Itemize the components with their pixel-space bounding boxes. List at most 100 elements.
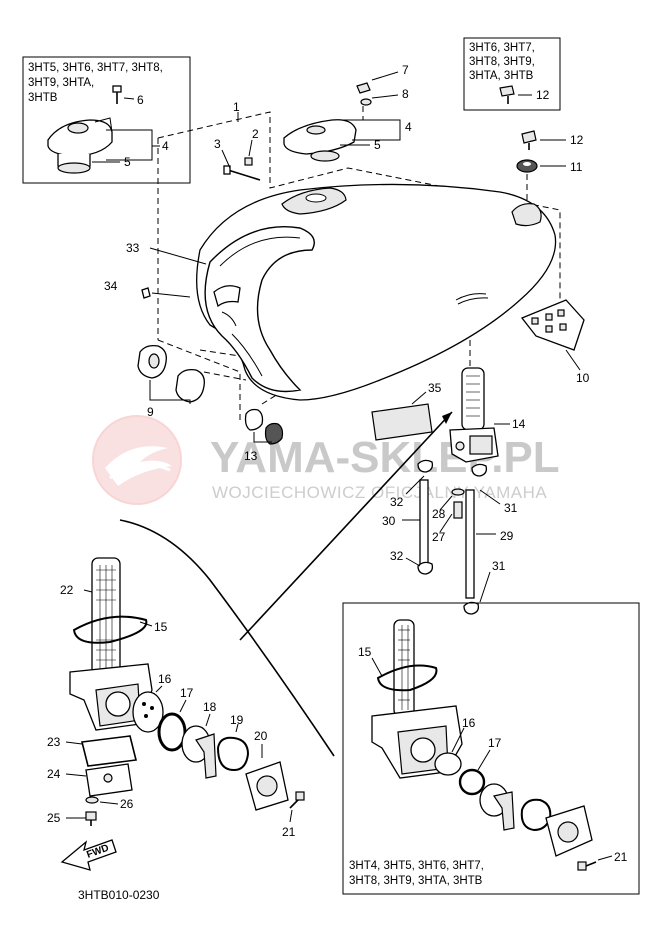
diagram-code: 3HTB010-0230 xyxy=(78,888,160,902)
fuel-cock-14 xyxy=(449,367,499,463)
bolt-3-icon xyxy=(223,165,261,181)
callout-13: 13 xyxy=(244,449,258,463)
bolt-7-icon xyxy=(356,82,371,94)
clip-32-top-icon xyxy=(417,459,434,473)
damper-9-pair xyxy=(137,344,205,403)
callout-9: 9 xyxy=(147,405,154,419)
callout-33: 33 xyxy=(126,241,140,255)
washer-28-icon xyxy=(451,488,465,496)
plate-24-icon xyxy=(85,763,133,797)
callout-28: 28 xyxy=(432,507,446,521)
oring-17-left xyxy=(157,712,187,752)
callout-17a: 17 xyxy=(180,686,194,700)
model-box-top-left-line1: 3HT5, 3HT6, 3HT7, 3HT8, xyxy=(28,62,163,74)
bolt-12-icon xyxy=(499,85,515,104)
fuel-cap-assembly-top xyxy=(283,119,357,162)
callout-12a: 12 xyxy=(536,88,550,102)
gasket-right xyxy=(520,798,552,832)
model-box-top-right-line1: 3HT6, 3HT7, xyxy=(469,42,535,54)
model-box-top-right-line2: 3HT8, 3HT9, xyxy=(469,56,535,68)
lever-18-left xyxy=(181,725,217,779)
model-box-top-left-line3: 3HTB xyxy=(28,92,58,104)
callout-31a: 31 xyxy=(504,501,518,515)
clip-32-bottom-icon xyxy=(417,561,434,575)
washer-26-icon xyxy=(85,796,99,804)
watermark-sub: WOJCIECHOWICZ OFICJALNY YAMAHA xyxy=(212,483,547,502)
lever-right xyxy=(479,783,515,831)
damper-13-pair xyxy=(244,408,284,445)
fwd-arrow-icon: FWD xyxy=(60,839,117,871)
clip-34-icon xyxy=(141,287,151,299)
callout-29: 29 xyxy=(500,529,514,543)
gasket-23-icon xyxy=(81,735,137,767)
callout-34: 34 xyxy=(104,279,118,293)
screw-21-right-icon xyxy=(577,861,597,871)
callout-26: 26 xyxy=(120,797,134,811)
hose-29-icon xyxy=(465,489,475,599)
callout-12b: 12 xyxy=(570,133,584,147)
fuel-tank xyxy=(196,183,557,401)
callout-27: 27 xyxy=(432,530,446,544)
callout-32a: 32 xyxy=(390,495,404,509)
clip-31-top-icon xyxy=(471,463,488,477)
fuel-cock-detail-left xyxy=(69,557,153,731)
bolt-12b-icon xyxy=(521,130,537,150)
callout-30: 30 xyxy=(382,514,396,528)
callout-24: 24 xyxy=(47,767,61,781)
callout-6: 6 xyxy=(137,93,144,107)
callout-15a: 15 xyxy=(154,620,168,634)
disc-16-left xyxy=(132,691,164,733)
callout-18: 18 xyxy=(203,700,217,714)
clip-31-bottom-icon xyxy=(463,601,480,615)
callout-16b: 16 xyxy=(462,716,476,730)
callout-31b: 31 xyxy=(492,559,506,573)
callout-17b: 17 xyxy=(488,736,502,750)
gasket-19-left xyxy=(216,736,250,772)
callout-10: 10 xyxy=(576,371,590,385)
model-box-top-right-line3: 3HTA, 3HTB xyxy=(469,70,534,82)
bracket-10-icon xyxy=(520,299,585,351)
model-box-bottom-right-line2: 3HT8, 3HT9, 3HTA, 3HTB xyxy=(349,875,483,887)
callout-14: 14 xyxy=(512,417,526,431)
callout-8: 8 xyxy=(402,87,409,101)
callout-25: 25 xyxy=(47,811,61,825)
bolt-6-icon xyxy=(112,85,122,104)
callout-22: 22 xyxy=(60,583,74,597)
callout-7: 7 xyxy=(402,63,409,77)
washer-8-icon xyxy=(360,98,372,106)
screw-21-left-icon xyxy=(289,791,305,809)
model-box-top-left: 3HT5, 3HT6, 3HT7, 3HT8, 3HT9, 3HTA, 3HTB… xyxy=(22,56,191,184)
callout-16a: 16 xyxy=(158,672,172,686)
callout-15b: 15 xyxy=(358,645,372,659)
model-box-top-right: 3HT6, 3HT7, 3HT8, 3HT9, 3HTA, 3HTB 12 xyxy=(463,37,561,111)
callout-4b: 4 xyxy=(405,120,412,134)
callout-19: 19 xyxy=(230,713,244,727)
oring-17-right xyxy=(458,768,486,796)
plate-right xyxy=(545,805,593,857)
callout-21a: 21 xyxy=(282,825,296,839)
model-box-bottom-right-line1: 3HT4, 3HT5, 3HT6, 3HT7, xyxy=(349,860,484,872)
model-box-bottom-right: 3HT4, 3HT5, 3HT6, 3HT7, 3HT8, 3HT9, 3HTA… xyxy=(342,602,640,895)
callout-21b: 21 xyxy=(614,850,628,864)
grommet-11-icon xyxy=(516,159,538,173)
callout-35: 35 xyxy=(428,381,442,395)
fuel-cap-assembly-left xyxy=(47,117,113,174)
watermark-logo-icon xyxy=(92,415,182,505)
callout-5b: 5 xyxy=(374,138,381,152)
model-box-top-left-line2: 3HT9, 3HTA, xyxy=(28,77,94,89)
bolt-27-icon xyxy=(453,501,463,519)
callout-1: 1 xyxy=(233,100,240,114)
callout-23: 23 xyxy=(47,735,61,749)
disc-16-right xyxy=(434,752,462,776)
callout-4a: 4 xyxy=(162,139,169,153)
callout-3: 3 xyxy=(214,137,221,151)
callout-5a: 5 xyxy=(124,155,131,169)
callout-2: 2 xyxy=(252,127,259,141)
plate-20-left xyxy=(245,761,289,811)
callout-20: 20 xyxy=(254,729,268,743)
watermark-main: YAMA-SKLEP.PL xyxy=(210,433,560,482)
callout-32b: 32 xyxy=(390,549,404,563)
nut-2-icon xyxy=(244,157,253,166)
callout-11: 11 xyxy=(570,160,583,174)
